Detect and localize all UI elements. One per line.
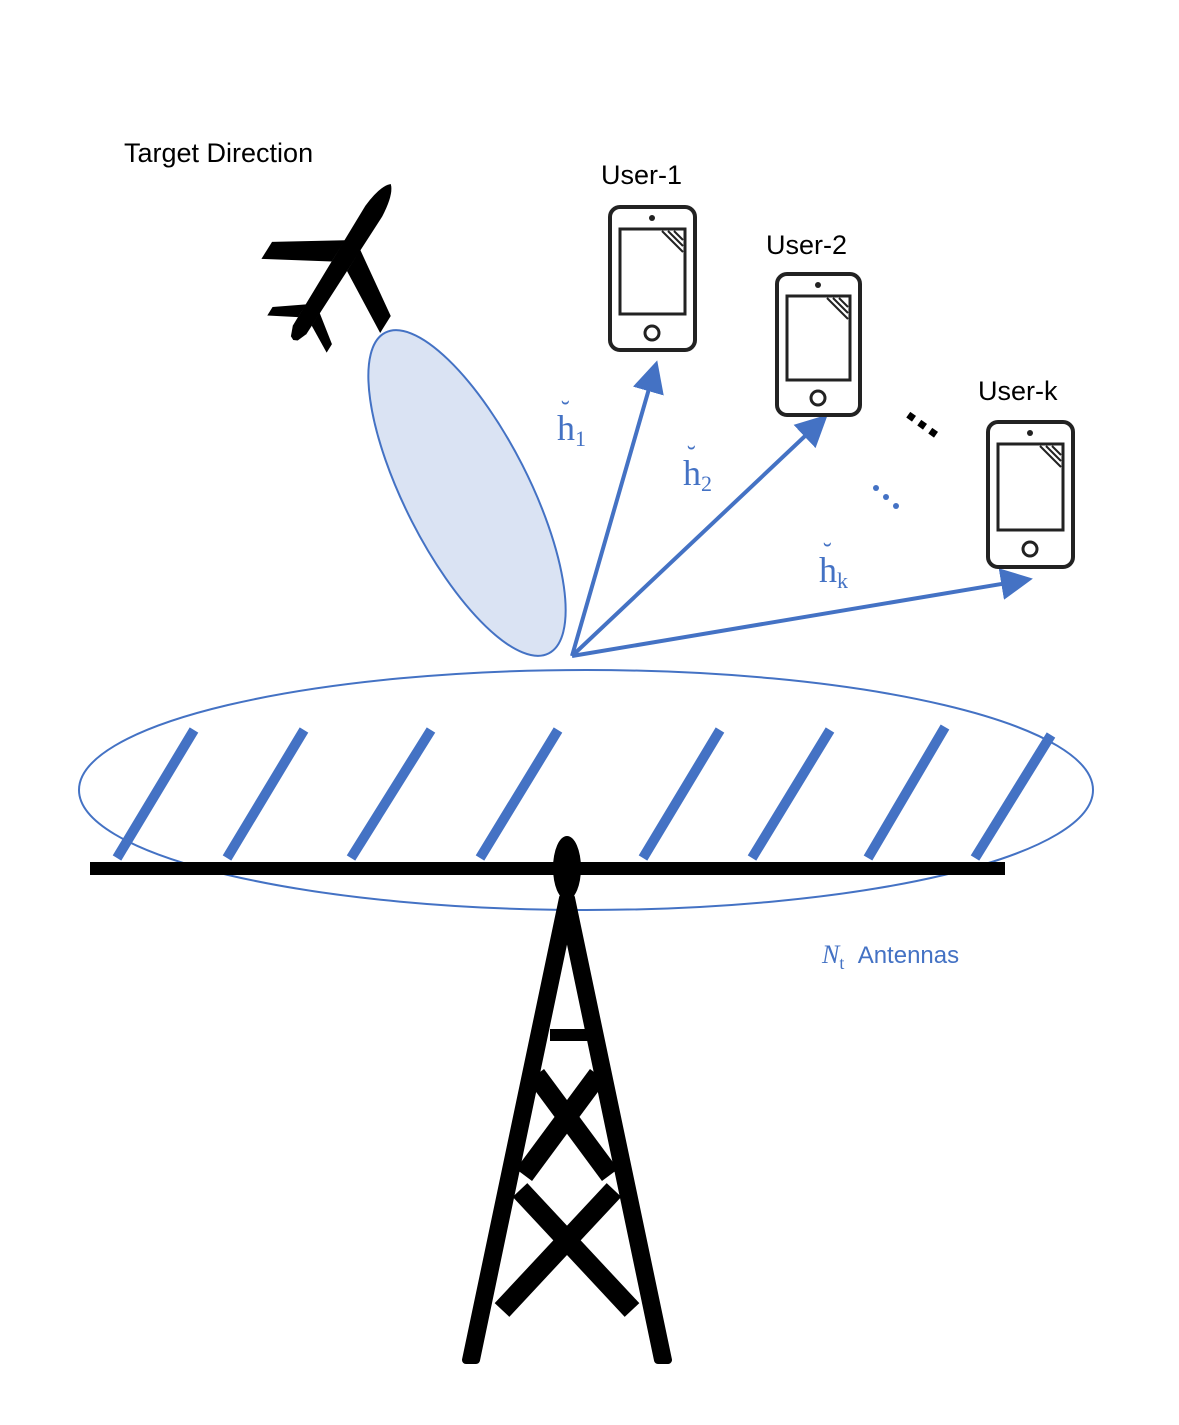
channel-label-1: ˘h1 — [557, 396, 586, 451]
antenna-count-label: Nt Antennas — [822, 940, 960, 973]
user-k-label: User-k — [978, 376, 1058, 406]
channel-arrow-2 — [570, 414, 828, 658]
user-1-label: User-1 — [601, 160, 683, 190]
antenna-array-icon — [112, 724, 1056, 861]
channel-label-2: ˘h2 — [683, 441, 712, 496]
airplane-icon — [261, 183, 392, 353]
channel-arrow-k — [571, 568, 1033, 658]
smartphone-icon — [608, 205, 697, 352]
channel-label-k: ˘hk — [819, 538, 848, 593]
cell-tower-icon — [90, 836, 1005, 1364]
user-2-label: User-2 — [766, 230, 848, 260]
smartphone-icon — [775, 272, 862, 417]
target-beam-lobe — [367, 329, 567, 657]
antenna-array-ellipse — [78, 669, 1094, 911]
channel-arrow-1 — [570, 360, 664, 657]
target-direction-label: Target Direction — [124, 138, 314, 168]
ellipsis-dots-black — [906, 411, 938, 438]
ellipsis-dots-blue — [873, 485, 899, 509]
smartphone-icon — [986, 420, 1075, 569]
